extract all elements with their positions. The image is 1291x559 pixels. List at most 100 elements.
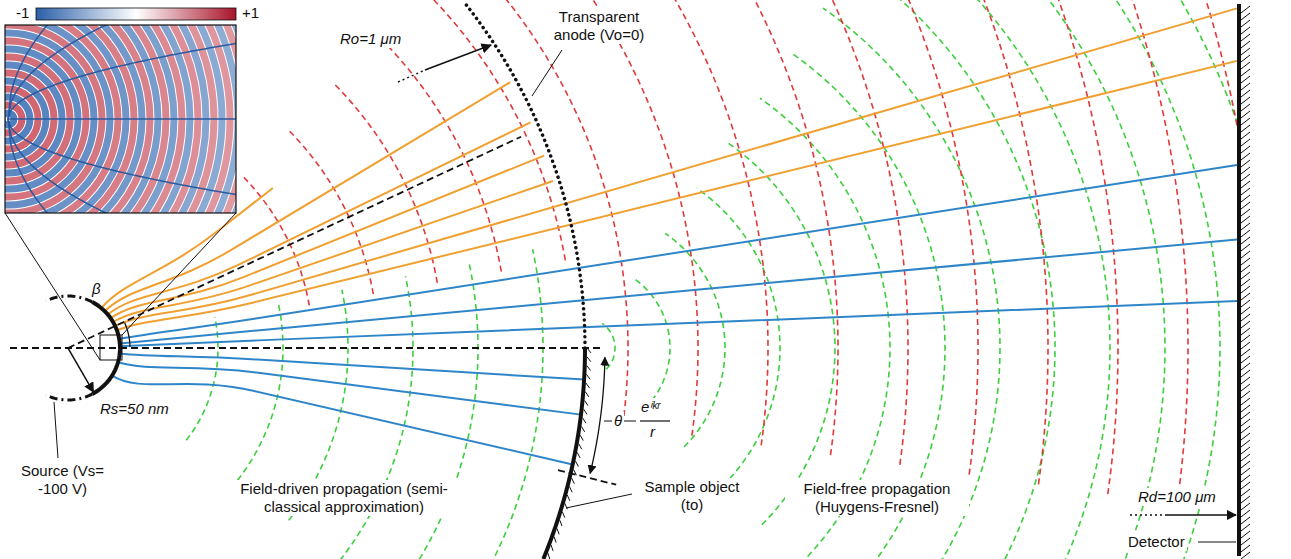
figure-label: Field-driven propagation (semi-classical… (222, 480, 466, 516)
trajectory-orange (117, 61, 1237, 330)
figure-label: r (649, 423, 656, 441)
wavefront-red (872, 0, 1118, 494)
trajectory-blue (112, 376, 573, 465)
wavefront-green (918, 0, 1165, 559)
hatch-stroke (570, 487, 573, 493)
hatch-stroke (1241, 517, 1250, 524)
hatch-stroke (1241, 286, 1250, 293)
wavefront-red (604, 0, 768, 445)
wavefront-red (658, 0, 838, 455)
hatch-stroke (1241, 76, 1250, 83)
hatch-stroke (1241, 293, 1250, 300)
hatch-stroke (1241, 300, 1250, 307)
hatch-stroke (1241, 531, 1250, 538)
wavefront-green (634, 278, 670, 408)
sample-leader (566, 494, 632, 508)
figure-label: Source (Vs= -100 V) (8, 462, 117, 498)
hatch-stroke (1241, 398, 1250, 405)
hatch-stroke (1241, 118, 1250, 125)
source-surface-dotted (46, 394, 92, 400)
hatch-stroke (1241, 342, 1250, 349)
hatch-stroke (1241, 139, 1250, 146)
inset-trajectory (8, 119, 236, 194)
figure-label: β (90, 280, 103, 298)
hatch-stroke (1241, 41, 1250, 48)
wavefront-green (602, 323, 615, 369)
wavefront-green (855, 0, 1055, 559)
hatch-stroke (1241, 13, 1250, 20)
theta-direction-line (558, 470, 616, 485)
wavefront-red (551, 0, 698, 436)
trajectory-blue (120, 301, 1237, 346)
hatch-stroke (1241, 223, 1250, 230)
figure-label: +1 (240, 4, 261, 22)
wavefront-green (728, 143, 835, 525)
hatch-stroke (580, 435, 583, 440)
hatch-stroke (1241, 440, 1250, 447)
hatch-stroke (557, 528, 559, 534)
hatch-stroke (554, 537, 556, 543)
hatch-stroke (1241, 412, 1250, 419)
detector-plate (1237, 4, 1241, 556)
sample-object (543, 348, 585, 559)
wavefront-red (926, 0, 1188, 504)
hatch-stroke (1241, 125, 1250, 132)
inset-trajectory (8, 119, 236, 213)
hatch-stroke (1241, 510, 1250, 517)
figure-label: θ (612, 412, 624, 430)
hatch-stroke (1241, 363, 1250, 370)
wave-band-red (5, 25, 236, 213)
hatch-stroke (1241, 272, 1250, 279)
figure-label: Sample object (to) (634, 478, 750, 514)
hatch-stroke (1241, 391, 1250, 398)
hatch-stroke (1241, 279, 1250, 286)
hatch-stroke (1241, 167, 1250, 174)
hatch-stroke (1241, 27, 1250, 34)
hatch-stroke (1241, 6, 1250, 13)
anode-leader (532, 50, 562, 96)
electron-trajectories (101, 8, 1237, 464)
hatch-stroke (1241, 545, 1250, 552)
hatch-stroke (1241, 237, 1250, 244)
wave-band-blue (5, 25, 236, 213)
hatch-stroke (1241, 97, 1250, 104)
hatch-stroke (1241, 69, 1250, 76)
hatch-stroke (1241, 419, 1250, 426)
source-leader (54, 402, 58, 458)
trajectory-orange (115, 8, 1237, 326)
transparent-anode (466, 4, 585, 348)
hatch-stroke (587, 357, 591, 362)
hatch-stroke (586, 383, 590, 388)
hatch-stroke (1241, 132, 1250, 139)
hatch-stroke (1241, 188, 1250, 195)
hatch-stroke (560, 520, 562, 526)
hatch-stroke (1241, 209, 1250, 216)
wavefront-red (980, 0, 1258, 514)
hatch-stroke (1241, 349, 1250, 356)
hatch-stroke (548, 553, 550, 559)
hatch-stroke (562, 512, 564, 518)
hatch-stroke (1241, 160, 1250, 167)
hatch-stroke (585, 400, 589, 405)
detector-radius-arrow (1165, 514, 1236, 516)
wavefront-green (981, 0, 1275, 559)
hatch-stroke (1241, 83, 1250, 90)
zoom-leader (5, 213, 100, 360)
hatch-stroke (1241, 90, 1250, 97)
hatch-stroke (1241, 475, 1250, 482)
hatch-stroke (1241, 335, 1250, 342)
hatch-stroke (1241, 524, 1250, 531)
hatch-stroke (1241, 461, 1250, 468)
hatch-stroke (1241, 328, 1250, 335)
inset-frame (5, 25, 236, 213)
hatch-stroke (1241, 538, 1250, 545)
hatch-stroke (1241, 195, 1250, 202)
hatch-stroke (551, 545, 553, 551)
hatch-stroke (1241, 216, 1250, 223)
hatch-stroke (1241, 454, 1250, 461)
zoom-box (100, 335, 122, 360)
hatch-stroke (1241, 321, 1250, 328)
